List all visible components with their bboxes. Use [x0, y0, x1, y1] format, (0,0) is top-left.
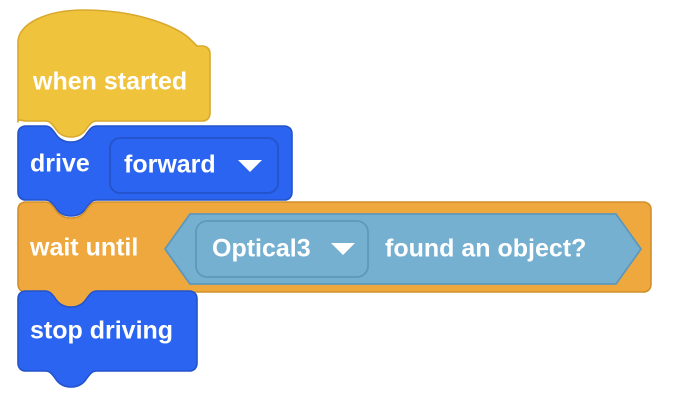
- direction-dropdown[interactable]: forward: [109, 137, 279, 194]
- when-started-label: when started: [32, 68, 187, 96]
- stop-driving-label: stop driving: [30, 317, 173, 345]
- chevron-down-icon[interactable]: [331, 243, 355, 255]
- chevron-down-icon[interactable]: [238, 160, 262, 172]
- block-drive[interactable]: drive forward: [17, 125, 293, 217]
- stop-driving-shape[interactable]: [17, 290, 198, 388]
- drive-label: drive: [30, 150, 90, 178]
- block-stop-driving[interactable]: stop driving: [17, 290, 198, 388]
- optical-sensor-dropdown-box[interactable]: [195, 220, 369, 278]
- wait-until-label: wait until: [29, 234, 138, 262]
- block-wait-until[interactable]: wait until Optical3 found an object?: [17, 201, 652, 309]
- optical-sensor-dropdown[interactable]: Optical3: [195, 220, 369, 278]
- block-when-started[interactable]: when started: [17, 9, 211, 138]
- when-started-shape[interactable]: [17, 9, 211, 138]
- boolean-predicate-label: found an object?: [385, 235, 586, 263]
- direction-dropdown-box[interactable]: [109, 137, 279, 194]
- direction-dropdown-value: forward: [124, 151, 216, 179]
- optical-sensor-dropdown-value: Optical3: [212, 235, 311, 263]
- boolean-optical-found-object[interactable]: Optical3 found an object?: [164, 213, 642, 285]
